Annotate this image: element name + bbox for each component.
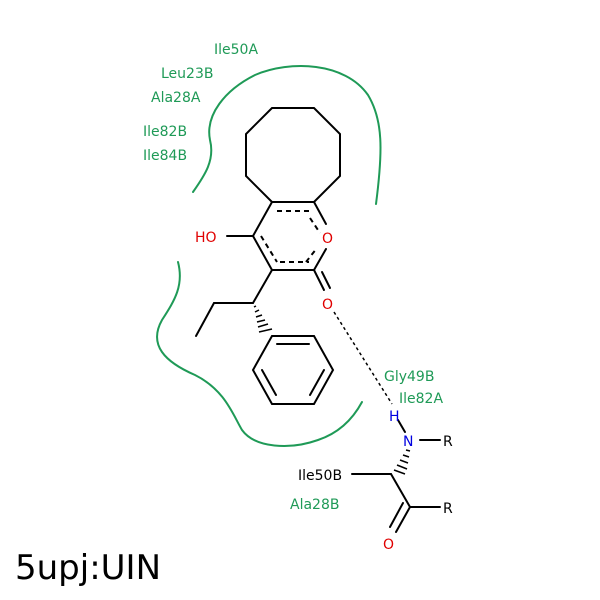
aromatic-bond-5 — [305, 247, 318, 263]
residue-label-ile50a: Ile50A — [214, 42, 258, 58]
bond-h-n — [397, 419, 406, 433]
carbonyl-oxygen-label: O — [322, 297, 333, 313]
bond-o1-c8a — [313, 201, 327, 225]
bond-c-o-1 — [395, 506, 411, 533]
hashed-wedge-n — [393, 449, 411, 475]
ligand-caption: 5upj:UIN — [15, 548, 162, 588]
nitrogen-label: N — [403, 434, 413, 450]
aromatic-bond-2 — [260, 235, 278, 263]
residue-label-ile82b: Ile82B — [143, 124, 187, 140]
aromatic-bond-4 — [309, 217, 321, 234]
bond-c2-o1 — [313, 248, 327, 271]
hydrophobic-arc-bottom — [156, 261, 363, 447]
backbone-oxygen-label: O — [383, 537, 394, 553]
bond-c3-chiral — [252, 269, 273, 304]
bond-c4-c3 — [252, 235, 273, 271]
bond-carbonyl-1 — [313, 269, 325, 291]
hydrogen-label: H — [389, 409, 400, 425]
r-group-label-1: R — [443, 434, 453, 450]
residue-label-ile82a: Ile82A — [399, 391, 443, 407]
hashed-wedge-phenyl — [253, 305, 273, 333]
residue-label-ile84b: Ile84B — [143, 148, 187, 164]
residue-label-leu23b: Leu23B — [161, 66, 213, 82]
residue-label-ala28a: Ala28A — [151, 90, 201, 106]
residue-label-gly49b: Gly49B — [384, 369, 434, 385]
residue-label-ala28b: Ala28B — [290, 497, 339, 513]
bond-c4a-c4 — [252, 201, 273, 237]
bond-ch2-ch3 — [195, 302, 215, 337]
phenyl-double-3 — [261, 369, 277, 396]
ring-oxygen-label: O — [322, 231, 333, 247]
hydrogen-bond — [333, 311, 393, 405]
hydroxyl-label: HO — [195, 230, 217, 246]
phenyl-double-2 — [309, 369, 325, 396]
r-group-label-2: R — [443, 501, 453, 517]
residue-label-ile50b: Ile50B — [298, 468, 342, 484]
phenyl-ring — [251, 335, 335, 405]
hydrophobic-arc-top — [192, 65, 382, 205]
bond-carbonyl-2 — [321, 271, 331, 289]
cyclooctane-ring — [245, 107, 341, 203]
bond-c-o-2 — [389, 502, 404, 528]
bond-ca-c — [390, 473, 411, 508]
